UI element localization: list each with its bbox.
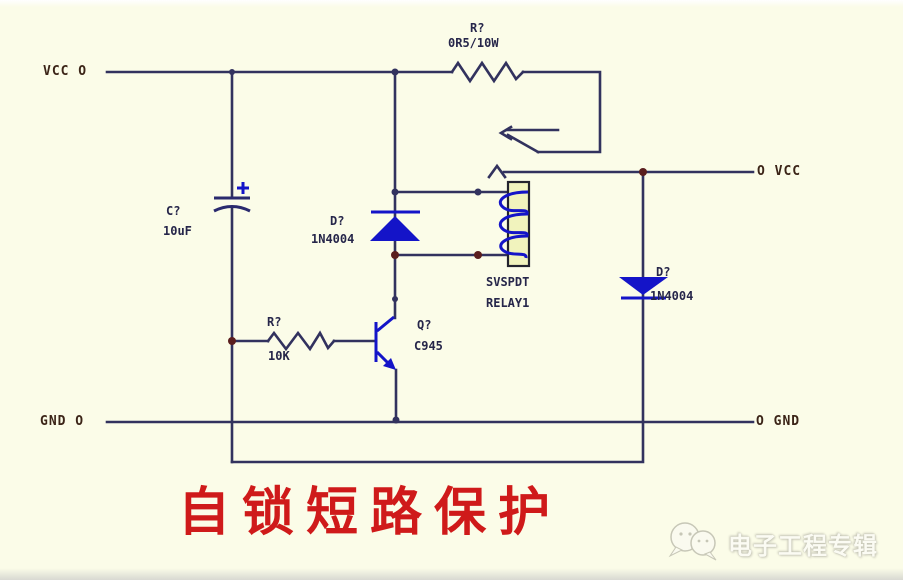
junction-dot — [228, 337, 236, 345]
switch-arm — [506, 133, 540, 154]
output-branch-wire — [230, 170, 755, 464]
transistor-collector — [376, 315, 395, 333]
junction-dot — [392, 296, 398, 302]
relay-winding — [498, 190, 529, 259]
output-diode-symbol — [619, 277, 668, 300]
junction-dot — [391, 251, 399, 259]
port-label-vcc-right: O VCC — [757, 164, 802, 179]
transistor-symbol — [374, 315, 396, 370]
flyback-diode-symbol — [370, 210, 420, 241]
watermark-text: 电子工程专辑 — [728, 533, 878, 560]
output-diode-value: 1N4004 — [650, 289, 694, 303]
junction-dot — [391, 68, 399, 76]
power-resistor-ref: R? — [470, 21, 485, 35]
port-label-gnd-right: O GND — [756, 414, 801, 429]
base-resistor-symbol — [266, 330, 336, 352]
relay-body — [506, 180, 531, 268]
switch-no-contact-triangle — [487, 163, 507, 179]
capacitor-ref: C? — [166, 204, 181, 218]
output-diode-ref: D? — [656, 265, 671, 279]
vcc-top-rail — [105, 70, 602, 154]
junction-dot — [229, 69, 235, 75]
relay-ref: RELAY1 — [486, 296, 530, 310]
capacitor-plate-bottom — [213, 205, 251, 213]
transistor-emitter-arrow — [383, 358, 396, 370]
capacitor-value: 10uF — [163, 224, 192, 238]
relay-switch — [487, 125, 560, 179]
relay-type: SVSPDT — [486, 275, 530, 289]
flyback-diode-ref: D? — [330, 214, 345, 228]
watermark-logo-icon — [668, 522, 717, 561]
junction-dot — [391, 188, 399, 196]
wire — [521, 70, 602, 154]
plus-sign — [237, 182, 249, 194]
port-label-vcc-left: VCC O — [43, 64, 88, 79]
port-label-gnd-left: GND O — [40, 414, 85, 429]
diode-triangle — [370, 216, 420, 241]
junction-dot — [474, 251, 482, 259]
wire — [230, 170, 645, 464]
diode-triangle — [619, 277, 668, 295]
power-resistor-value: 0R5/10W — [448, 36, 499, 50]
junction-dot — [639, 168, 647, 176]
transistor-value: C945 — [414, 339, 443, 353]
transistor-ref: Q? — [417, 318, 432, 332]
base-resistor-ref: R? — [267, 315, 282, 329]
power-resistor-symbol — [450, 60, 525, 84]
flyback-diode-value: 1N4004 — [311, 232, 355, 246]
diagram-title: 自锁短路保护 — [178, 485, 563, 542]
junction-dot — [474, 188, 482, 196]
relay-coil-symbol — [498, 180, 531, 268]
junction-dots — [228, 68, 647, 424]
capacitor-symbol — [213, 182, 251, 213]
base-resistor-value: 10K — [268, 349, 290, 363]
junction-dot — [392, 416, 400, 424]
